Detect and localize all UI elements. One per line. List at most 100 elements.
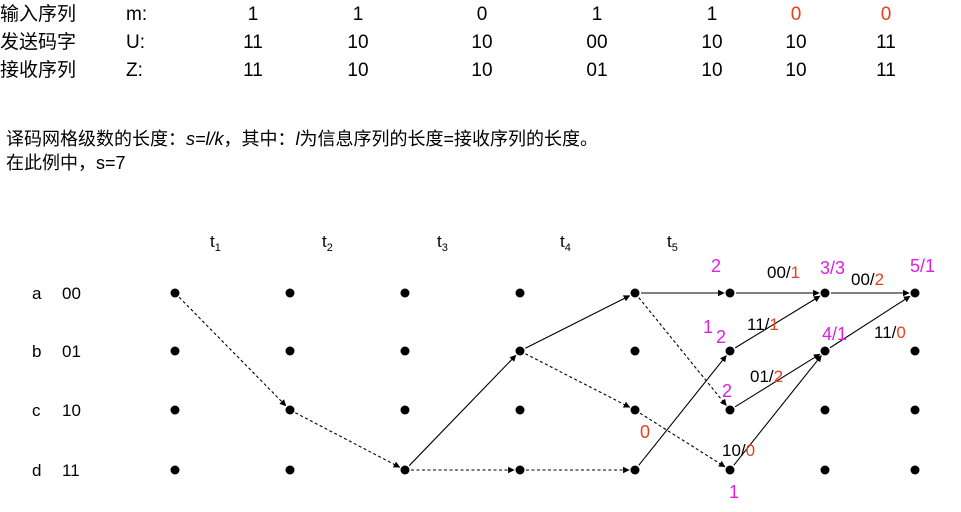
- table-cell: 10: [785, 60, 807, 81]
- path-metric: 1: [703, 317, 713, 337]
- branch-label: 00/2: [851, 270, 884, 289]
- path-metric: 3/3: [820, 258, 845, 278]
- branch-label: 10/0: [722, 441, 755, 460]
- trellis-node: [820, 465, 830, 475]
- trellis-node: [515, 465, 525, 475]
- trellis-node: [820, 288, 830, 298]
- trellis-node: [400, 465, 410, 475]
- trellis-node: [910, 346, 920, 356]
- state-code: 01: [62, 342, 81, 361]
- trellis-node: [725, 288, 735, 298]
- time-label: t1: [210, 232, 221, 254]
- trellis-node: [725, 346, 735, 356]
- trellis-branch: [829, 295, 911, 349]
- trellis-branch-dashed: [525, 353, 631, 408]
- path-metric: 4/1: [822, 324, 847, 344]
- table-cell: 10: [347, 32, 369, 53]
- table-cell: 10: [785, 32, 807, 53]
- path-metric: 0: [640, 422, 650, 442]
- caption-l: l: [295, 129, 300, 149]
- table-cell: 1: [352, 4, 364, 25]
- time-label: t3: [437, 232, 448, 254]
- state-code: 00: [62, 284, 81, 303]
- trellis-branch-dashed: [639, 412, 726, 468]
- table-cell: 1: [706, 4, 718, 25]
- trellis-node: [170, 405, 180, 415]
- trellis-node: [285, 405, 295, 415]
- time-label: t2: [322, 232, 333, 254]
- table-cell: 10: [471, 32, 493, 53]
- table-cell: 1: [247, 4, 259, 25]
- trellis-node: [630, 288, 640, 298]
- caption-text-b: ，其中：: [223, 129, 296, 149]
- trellis-node: [515, 346, 525, 356]
- table-cell: 0: [880, 4, 892, 25]
- trellis-branch: [733, 355, 822, 466]
- state-code: 11: [62, 461, 80, 480]
- table-cell: 10: [347, 60, 369, 81]
- trellis-node: [400, 405, 410, 415]
- row-symbol: U:: [126, 32, 145, 53]
- trellis-branch: [525, 295, 631, 349]
- path-metric: 5/1: [910, 256, 935, 276]
- trellis-node: [725, 465, 735, 475]
- table-cell: 0: [790, 4, 802, 25]
- trellis-node: [820, 405, 830, 415]
- trellis-node: [820, 346, 830, 356]
- state-letter: d: [32, 461, 41, 480]
- trellis-branch-dashed: [638, 297, 727, 406]
- trellis-branch: [734, 353, 821, 408]
- trellis-node: [630, 346, 640, 356]
- trellis-node: [910, 405, 920, 415]
- table-cell: 10: [701, 32, 723, 53]
- path-metric: 2: [722, 381, 732, 401]
- row-label: 接收序列: [0, 60, 77, 81]
- row-symbol: m:: [126, 4, 148, 25]
- trellis-node: [515, 405, 525, 415]
- trellis-node: [630, 405, 640, 415]
- time-label: t5: [667, 232, 678, 254]
- trellis-node: [910, 465, 920, 475]
- state-letter: b: [32, 342, 41, 361]
- table-cell: 1: [591, 4, 603, 25]
- trellis-node: [170, 288, 180, 298]
- trellis-branch: [734, 295, 821, 349]
- caption-text-a: 译码网格级数的长度：: [6, 129, 186, 149]
- table-cell: 11: [876, 60, 896, 81]
- trellis-node: [170, 465, 180, 475]
- trellis-node: [400, 346, 410, 356]
- time-label: t4: [560, 232, 571, 254]
- table-cell: 0: [476, 4, 488, 25]
- table-cell: 11: [243, 60, 263, 81]
- row-symbol: Z:: [126, 60, 143, 81]
- caption-line-1: 译码网格级数的长度：s=l/k，其中：l为信息序列的长度=接收序列的长度。: [6, 128, 598, 150]
- state-letter: a: [32, 284, 42, 303]
- table-cell: 10: [701, 60, 723, 81]
- branch-label: 11/1: [747, 315, 779, 334]
- trellis-node: [725, 405, 735, 415]
- trellis-node: [170, 346, 180, 356]
- state-letter: c: [32, 401, 41, 420]
- branch-label: 01/2: [750, 367, 783, 386]
- caption-text-c: 为信息序列的长度=接收序列的长度。: [299, 129, 599, 149]
- trellis-node: [515, 288, 525, 298]
- row-label: 输入序列: [0, 4, 77, 25]
- trellis-node: [285, 346, 295, 356]
- path-metric: 2: [711, 256, 721, 276]
- trellis-node: [285, 288, 295, 298]
- trellis-branch: [638, 355, 727, 466]
- trellis-node: [630, 465, 640, 475]
- trellis-node: [400, 288, 410, 298]
- caption-line-2: 在此例中，s=7: [6, 153, 126, 173]
- table-cell: 01: [586, 60, 608, 81]
- path-metric: 2: [716, 327, 726, 347]
- row-label: 发送码字: [0, 32, 77, 53]
- trellis-branch-dashed: [178, 296, 287, 407]
- branch-label: 00/1: [767, 263, 800, 282]
- state-code: 10: [62, 401, 81, 420]
- table-cell: 11: [243, 32, 263, 53]
- trellis-branch: [408, 354, 517, 467]
- table-cell: 00: [586, 32, 608, 53]
- table-cell: 11: [876, 32, 896, 53]
